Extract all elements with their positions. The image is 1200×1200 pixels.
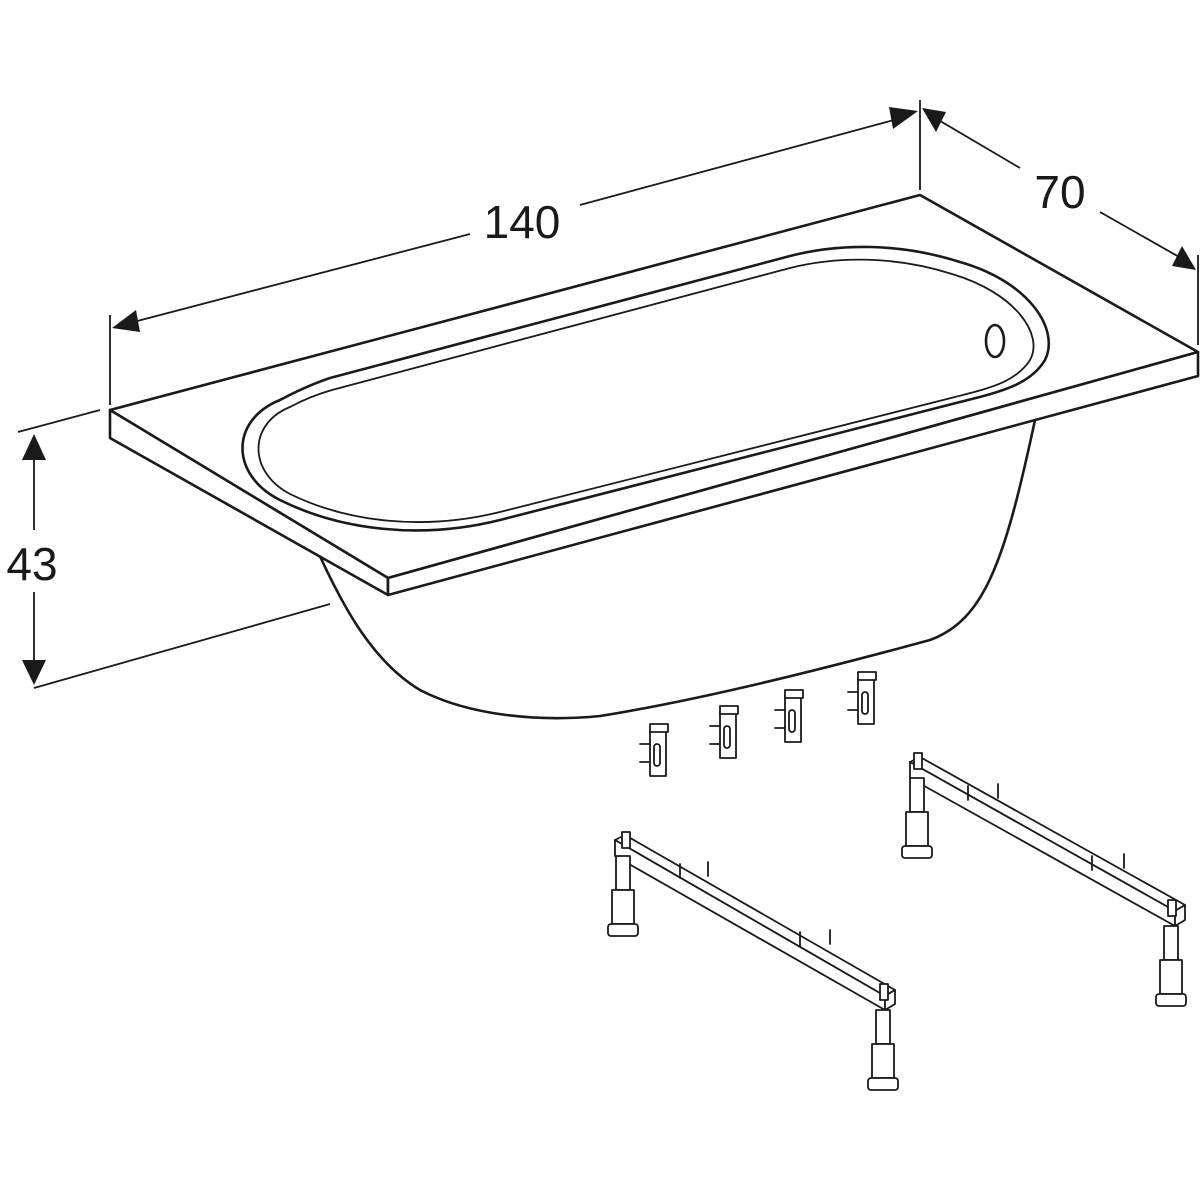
support-frame-rear bbox=[901, 752, 1187, 1007]
tub-rim-side bbox=[386, 350, 1200, 597]
dimension-height: 43 bbox=[6, 409, 331, 689]
support-frame-front bbox=[607, 831, 899, 1091]
mounting-bracket bbox=[639, 723, 669, 777]
mounting-bracket bbox=[709, 705, 739, 759]
tub-body bbox=[316, 418, 1037, 720]
overflow-drain bbox=[984, 323, 1006, 359]
width-label: 70 bbox=[1034, 166, 1085, 218]
mounting-bracket bbox=[774, 689, 804, 743]
mounting-bracket bbox=[847, 671, 877, 725]
height-label: 43 bbox=[6, 538, 57, 590]
basin-outer-edge bbox=[241, 245, 1051, 532]
dimension-length: 140 bbox=[109, 100, 921, 405]
basin-inner-edge bbox=[257, 258, 1035, 523]
dimension-width: 70 bbox=[922, 108, 1199, 345]
length-label: 140 bbox=[484, 196, 561, 248]
